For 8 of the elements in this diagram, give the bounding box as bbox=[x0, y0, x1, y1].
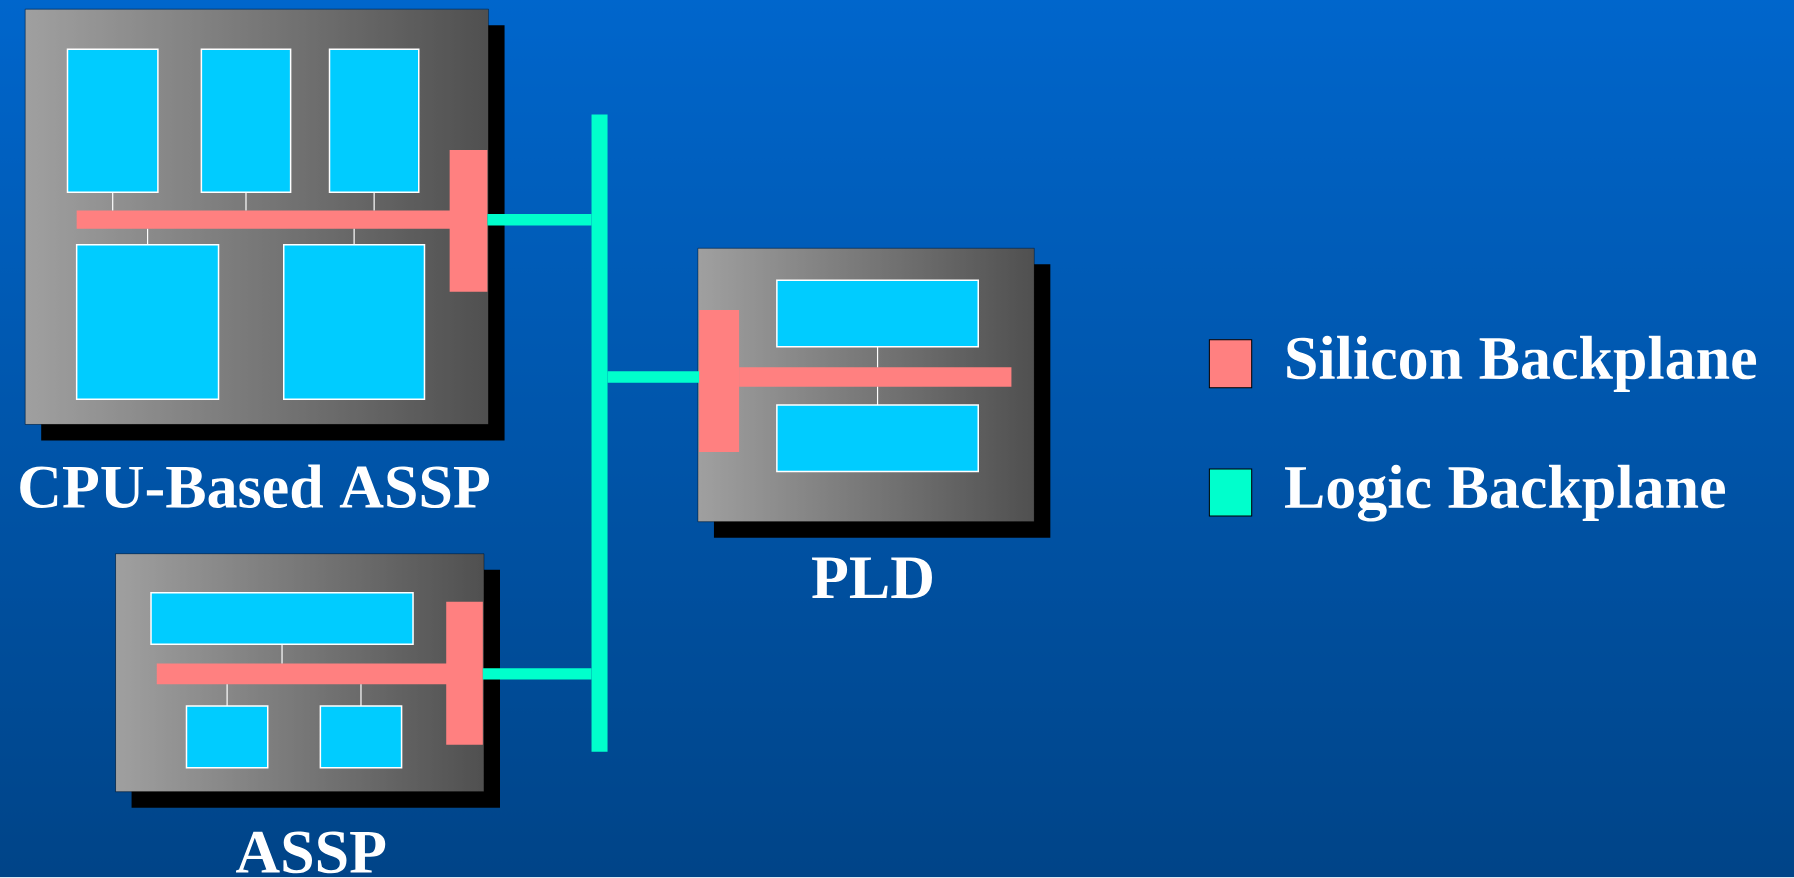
chip-label: CPU-Based ASSP bbox=[20, 464, 489, 509]
connector-line bbox=[482, 668, 592, 680]
legend-label: Silicon Backplane bbox=[1287, 335, 1757, 393]
connector-line bbox=[607, 371, 700, 383]
chip-label: PLD bbox=[812, 557, 932, 599]
connector-line bbox=[487, 214, 592, 226]
legend-label: Logic Backplane bbox=[1285, 465, 1725, 522]
chip-label: ASSP bbox=[236, 831, 386, 874]
